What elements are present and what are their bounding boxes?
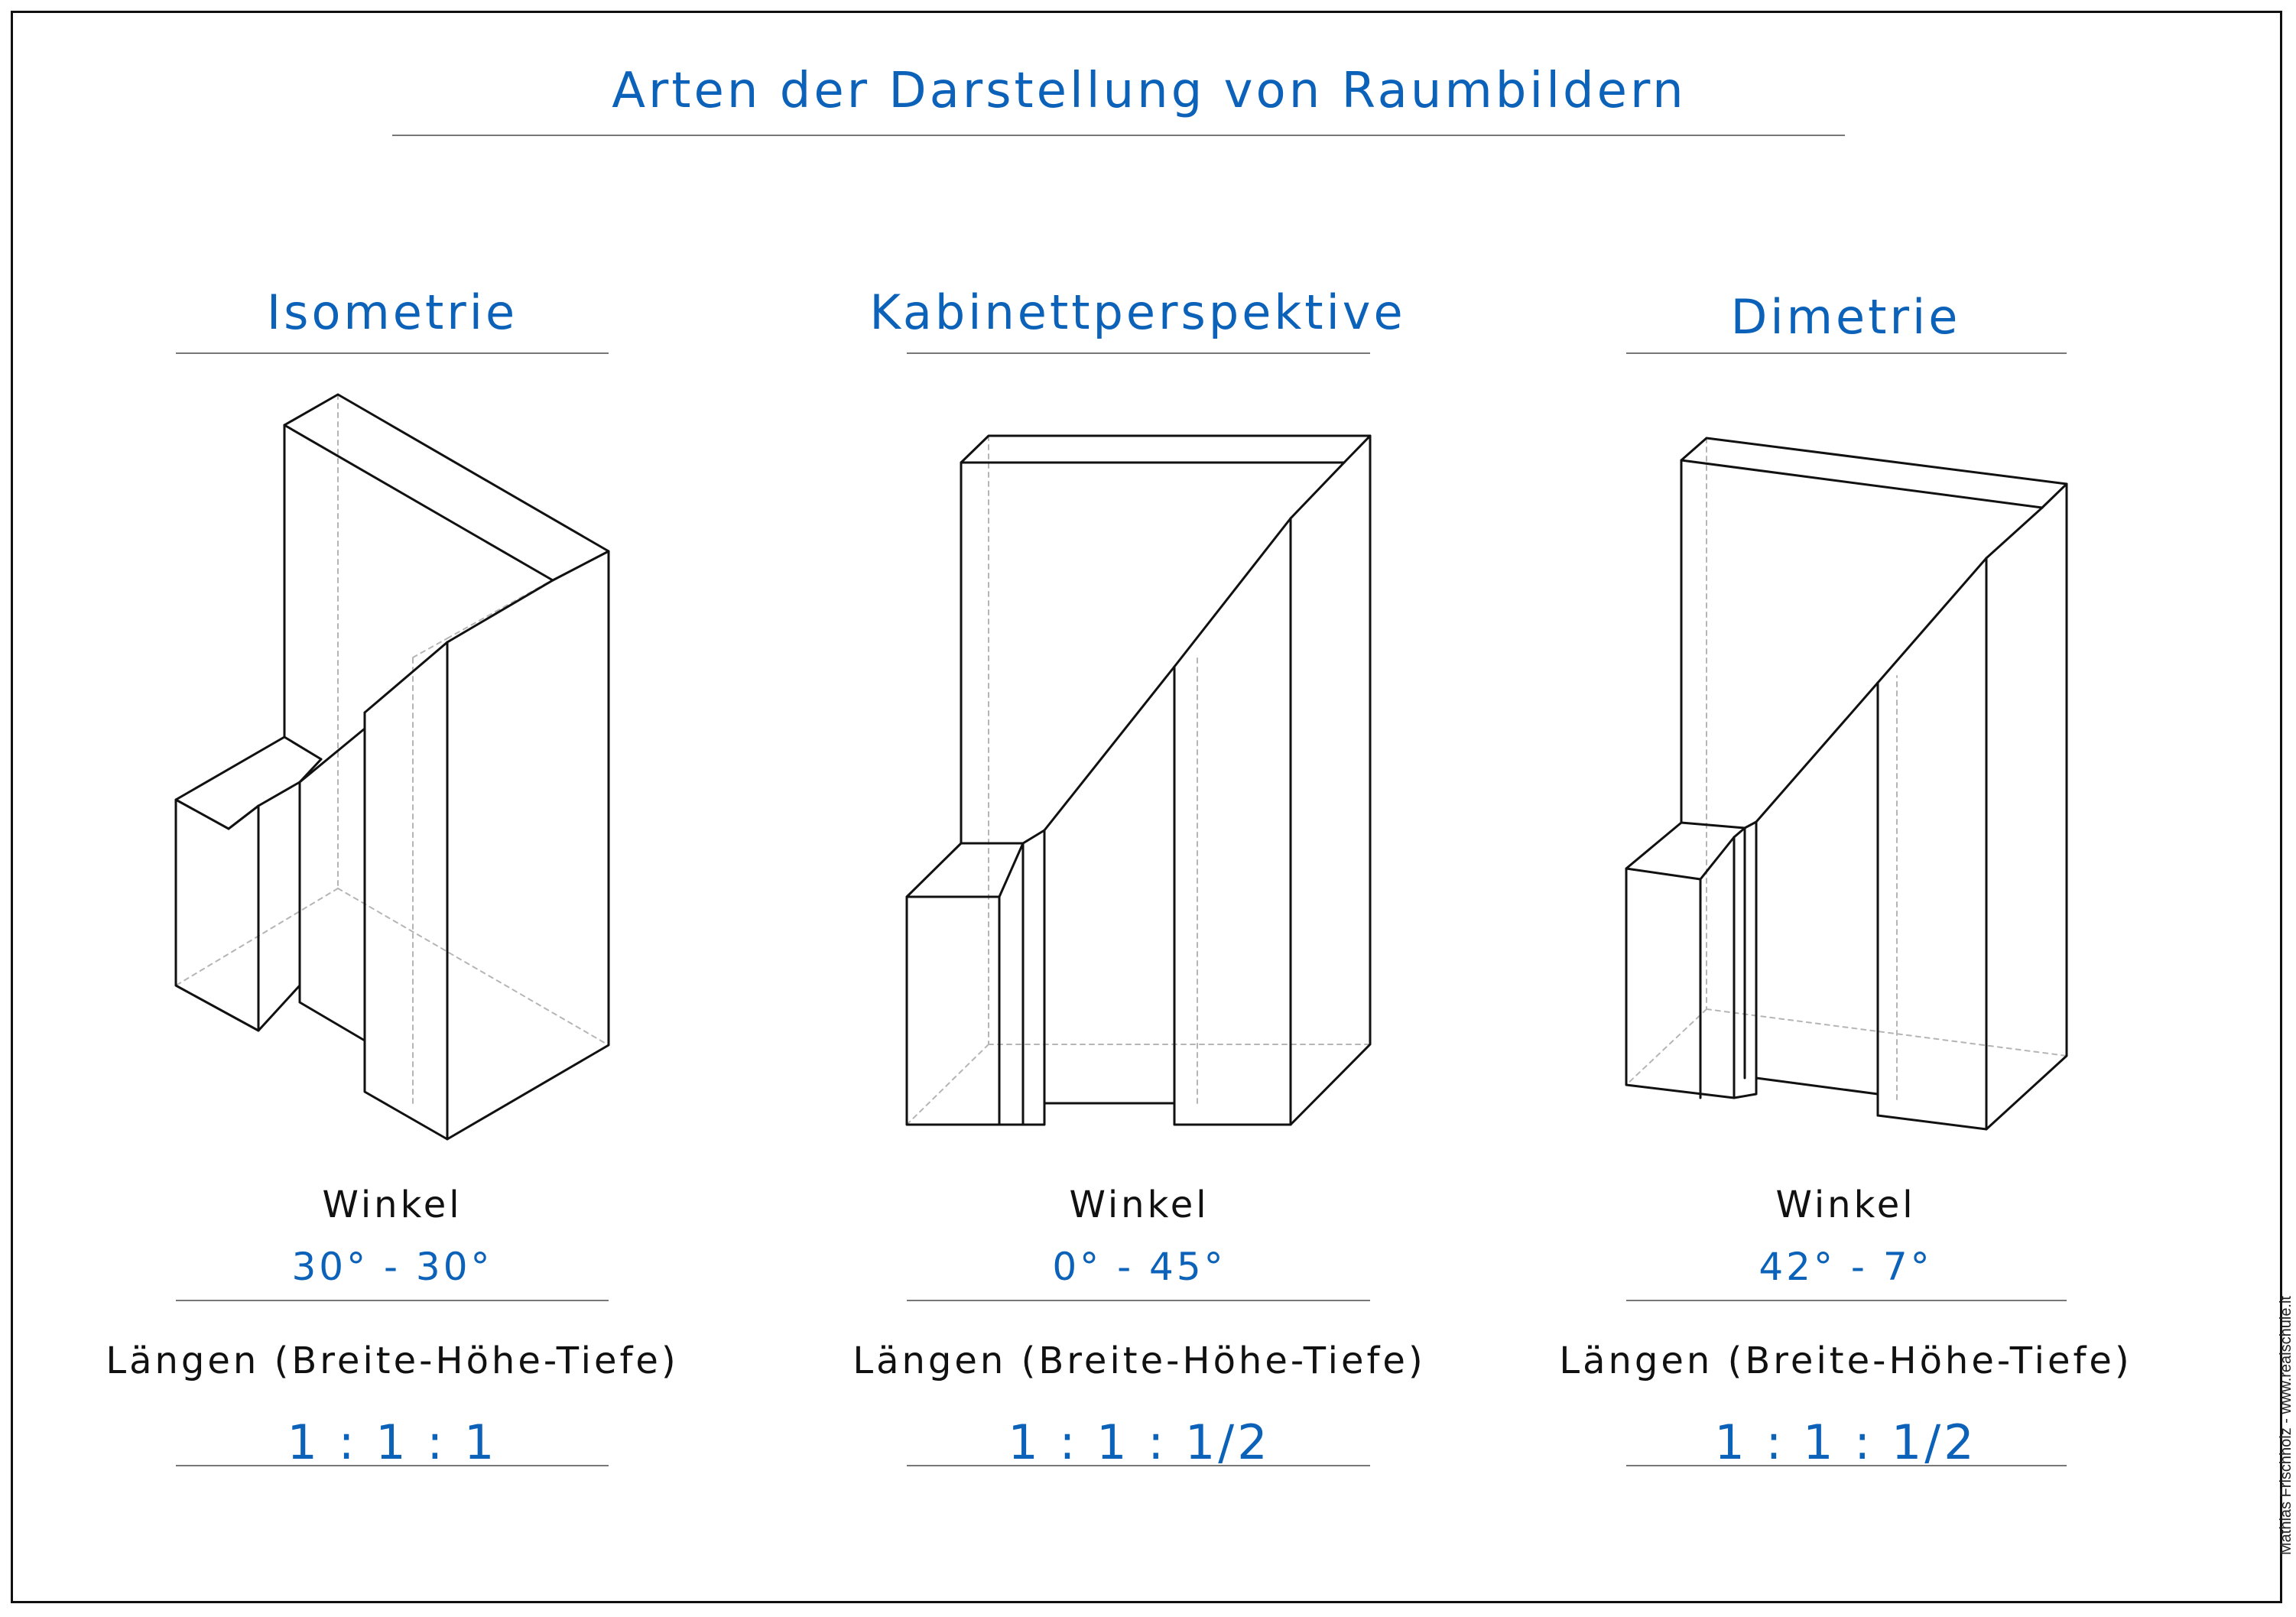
angle-value: 0° - 45° [1052,1245,1226,1289]
credit-text: Mathias Frischholz - www.realschule.it [2269,1257,2296,1593]
lengths-heading: Längen (Breite-Höhe-Tiefe) [1559,1339,2132,1382]
ratio-value: 1 : 1 : 1/2 [1714,1414,1977,1470]
ratio-value: 1 : 1 : 1 [287,1414,498,1470]
angle-heading: Winkel [1775,1184,1916,1226]
hidden-edges [175,394,609,1104]
credit-label: Mathias Frischholz - www.realschule.it [2277,1295,2294,1555]
ratio-underline [1626,1465,2067,1466]
hidden-edges [906,435,1371,1125]
section-title-dimetrie: Dimetrie [1730,289,1961,345]
dimetric-solid-drawing [1625,437,2068,1131]
visible-edges [174,393,610,1141]
angle-value: 42° - 7° [1759,1245,1933,1289]
section-underline [907,352,1370,354]
angle-underline [1626,1300,2067,1301]
visible-edges [905,434,1372,1126]
lengths-heading: Längen (Breite-Höhe-Tiefe) [106,1339,679,1382]
angle-heading: Winkel [1069,1184,1210,1226]
title-underline [392,135,1845,136]
angle-underline [907,1300,1370,1301]
section-title-kabinettperspektive: Kabinettperspektive [869,284,1406,340]
page-frame [11,11,2282,1603]
cabinet-solid-drawing [905,434,1372,1126]
lengths-heading: Längen (Breite-Höhe-Tiefe) [852,1339,1426,1382]
isometric-solid-drawing [174,393,610,1141]
angle-underline [176,1300,609,1301]
ratio-underline [907,1465,1370,1466]
section-underline [1626,352,2067,354]
section-underline [176,352,609,354]
visible-edges [1625,437,2068,1131]
ratio-value: 1 : 1 : 1/2 [1008,1414,1271,1470]
angle-value: 30° - 30° [291,1245,493,1289]
ratio-underline [176,1465,609,1466]
angle-heading: Winkel [322,1184,463,1226]
page-title: Arten der Darstellung von Raumbildern [612,63,1687,119]
hidden-edges [1625,437,2067,1100]
section-title-isometrie: Isometrie [266,284,518,340]
